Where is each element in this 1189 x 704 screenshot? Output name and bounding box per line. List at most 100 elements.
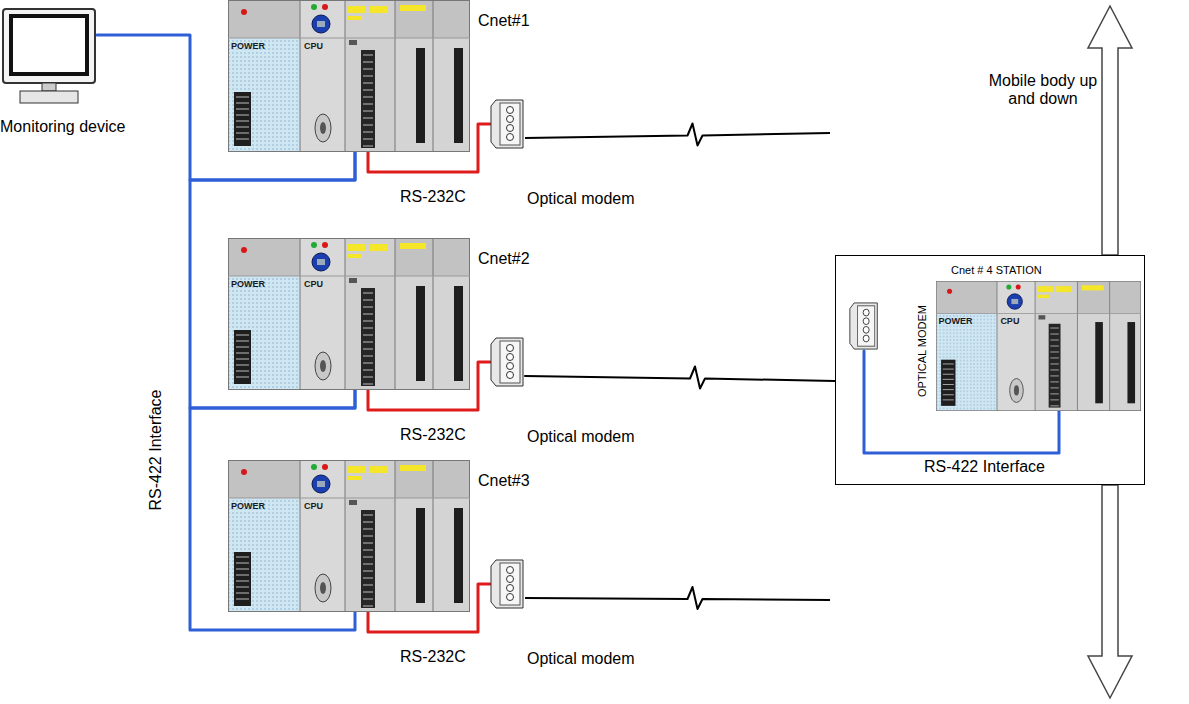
rack-drawing-part bbox=[943, 384, 954, 385]
rack-drawing-part bbox=[236, 109, 249, 110]
rack-drawing-part bbox=[348, 6, 366, 13]
rack-drawing-part bbox=[236, 127, 249, 128]
rack-drawing-part bbox=[363, 139, 373, 140]
rack-drawing-part bbox=[433, 461, 469, 498]
rack-drawing-part bbox=[363, 592, 373, 593]
vertical-label: RS-422 Interface bbox=[146, 360, 166, 540]
rack-drawing-part bbox=[363, 599, 373, 600]
rack-drawing-part bbox=[1050, 334, 1058, 335]
rack-drawing-part bbox=[454, 286, 463, 381]
monitor-drawing-part bbox=[3, 9, 95, 83]
station-box: Cnet # 4 STATIONPOWERCPUOPTICAL MODEM bbox=[835, 255, 1145, 485]
module-label: POWER bbox=[231, 501, 265, 511]
rack-drawing-part bbox=[236, 563, 249, 564]
modem-drawing-part bbox=[507, 354, 514, 361]
rack-drawing-part bbox=[312, 475, 330, 493]
modem-drawing-part bbox=[507, 345, 514, 352]
rack-drawing-part bbox=[348, 244, 366, 251]
rack-drawing-part bbox=[322, 242, 328, 248]
rack-drawing-part bbox=[1110, 282, 1140, 314]
rack-drawing-part bbox=[943, 363, 954, 364]
interface-label: RS-232C bbox=[398, 426, 468, 444]
modem-drawing-part bbox=[500, 563, 520, 605]
rack-drawing-part bbox=[1011, 299, 1018, 304]
rack-drawing-part bbox=[1050, 357, 1058, 358]
rack-drawing-part bbox=[348, 16, 362, 20]
rack-drawing-part bbox=[1039, 315, 1046, 319]
cable bbox=[190, 152, 355, 408]
rack-drawing-part bbox=[311, 464, 317, 470]
cable bbox=[190, 390, 355, 630]
rack-drawing-part bbox=[236, 365, 249, 366]
rack-drawing-part bbox=[348, 254, 362, 258]
rack-drawing-part bbox=[943, 379, 954, 380]
rack-drawing bbox=[228, 0, 470, 152]
rack-drawing-part bbox=[320, 582, 326, 594]
rack-drawing-part bbox=[345, 239, 395, 389]
monitor-drawing-part bbox=[11, 16, 87, 74]
modem-drawing-part bbox=[491, 560, 523, 608]
rack-drawing-part bbox=[1050, 340, 1058, 341]
rack-drawing-part bbox=[1038, 286, 1053, 292]
rack-drawing-part bbox=[345, 1, 395, 151]
rack-drawing-part bbox=[1050, 328, 1058, 329]
modem-drawing-part bbox=[507, 116, 514, 123]
rack-drawing-part bbox=[363, 571, 373, 572]
rack-drawing-part bbox=[1050, 369, 1058, 370]
rack-drawing-part bbox=[1050, 387, 1058, 388]
monitor-icon: Monitoring device bbox=[2, 8, 97, 105]
module-label: CPU bbox=[1000, 316, 1019, 326]
rack-drawing-part bbox=[363, 83, 373, 84]
rack-drawing-part bbox=[236, 599, 249, 600]
rack-drawing-part bbox=[348, 466, 366, 473]
vertical-label: OPTICAL MODEM bbox=[915, 301, 929, 401]
rack-drawing-part bbox=[229, 1, 470, 152]
rack-drawing-part bbox=[416, 48, 425, 143]
rack-drawing-part bbox=[311, 242, 317, 248]
rack-drawing-part bbox=[363, 515, 373, 516]
rack-drawing-part bbox=[370, 244, 388, 251]
station-name: Cnet#3 bbox=[478, 472, 530, 490]
rack-drawing-part bbox=[228, 498, 470, 499]
rack-drawing-part bbox=[1050, 399, 1058, 400]
rack-drawing-part bbox=[1095, 322, 1103, 403]
rack-drawing-part bbox=[363, 384, 373, 385]
rack-drawing-part bbox=[1038, 295, 1050, 298]
rack-drawing-part bbox=[1127, 322, 1135, 403]
rack-drawing-part bbox=[236, 133, 249, 134]
rack-drawing-part bbox=[315, 352, 331, 380]
modem-drawing-part bbox=[507, 363, 514, 370]
rack-drawing-part bbox=[236, 377, 249, 378]
rack-drawing-part bbox=[229, 239, 300, 276]
motion-arrow bbox=[1088, 485, 1132, 698]
rack-drawing-part bbox=[936, 313, 1141, 314]
node-label: Optical modem bbox=[527, 428, 635, 446]
rack-drawing-part bbox=[395, 238, 396, 390]
modem-drawing-part bbox=[507, 585, 514, 592]
rack-drawing-part bbox=[363, 606, 373, 607]
rack-drawing-part bbox=[1035, 282, 1077, 410]
rack-drawing-part bbox=[363, 536, 373, 537]
rack-drawing-part bbox=[1050, 363, 1058, 364]
modem-drawing-part bbox=[863, 326, 869, 333]
rack-drawing-part bbox=[363, 578, 373, 579]
node-label: Optical modem bbox=[527, 190, 635, 208]
rack-drawing-part bbox=[234, 92, 251, 146]
motion-label: Mobile body up and down bbox=[988, 72, 1098, 109]
rack-drawing-part bbox=[943, 374, 954, 375]
rack-drawing-part bbox=[1007, 294, 1022, 309]
rack-drawing-part bbox=[416, 508, 425, 603]
rack-drawing-part bbox=[943, 369, 954, 370]
rack-drawing-part bbox=[311, 4, 317, 10]
rack-drawing-part bbox=[241, 247, 247, 253]
rack-drawing bbox=[228, 460, 470, 612]
module-label: POWER bbox=[231, 279, 265, 289]
interface-label: RS-232C bbox=[398, 188, 468, 206]
rack-drawing-part bbox=[348, 476, 362, 480]
rack-drawing-part bbox=[363, 62, 373, 63]
node-label: Cnet # 4 STATION bbox=[951, 264, 1042, 277]
rack-drawing-part bbox=[363, 321, 373, 322]
modem-drawing-part bbox=[500, 341, 520, 383]
rack-drawing-part bbox=[363, 307, 373, 308]
